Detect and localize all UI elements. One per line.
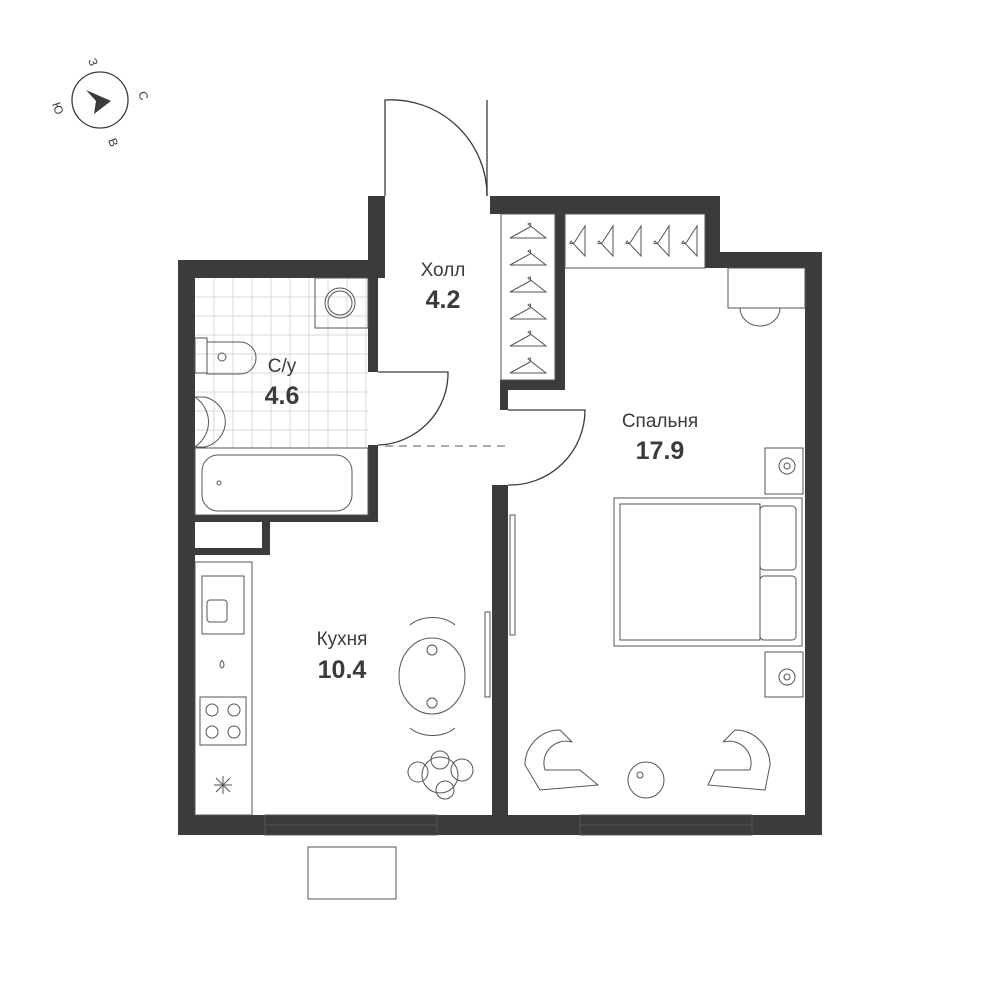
compass-west: З [85, 56, 101, 68]
armchair-right [707, 729, 771, 791]
wardrobes [500, 213, 706, 381]
bedroom-area: 17.9 [636, 437, 685, 465]
hanger-icon [509, 303, 548, 320]
hanger-icon [653, 224, 670, 258]
coffee-table [627, 761, 665, 799]
hanger-icon [625, 224, 642, 258]
hall-name: Холл [421, 260, 466, 281]
kitchen-area: 10.4 [318, 656, 367, 684]
washing-machine [314, 277, 369, 329]
dining-table [398, 637, 466, 715]
hanger-icon [509, 276, 548, 293]
entrance-door [384, 99, 488, 197]
kitchen-name: Кухня [317, 629, 368, 650]
doors [377, 99, 586, 698]
bathtub [201, 454, 353, 512]
hanger-icon [509, 249, 548, 266]
bedroom-door [507, 409, 586, 486]
bed [613, 497, 803, 647]
sink [195, 396, 226, 448]
bathroom-fixtures [194, 277, 369, 516]
hanger-icon [509, 357, 548, 374]
bedroom-name: Спальня [622, 411, 698, 432]
compass: С В Ю З [49, 56, 151, 148]
walls [178, 196, 822, 836]
bathroom-tiles [195, 278, 368, 448]
hanger-icon [597, 224, 614, 258]
compass-arrow-icon [86, 90, 111, 114]
toilet [206, 341, 257, 375]
bathroom-name: С/у [268, 356, 297, 377]
stove [199, 696, 247, 746]
balcony-unit [307, 846, 397, 900]
hanger-icon [509, 222, 548, 239]
kitchen-fixtures [194, 561, 474, 816]
hanger-icon [569, 224, 586, 258]
hanger-icon [509, 330, 548, 347]
desk [727, 267, 806, 309]
hall-area: 4.2 [426, 286, 461, 314]
bedroom-fixtures [524, 267, 806, 799]
armchair-left [524, 729, 600, 791]
sliding-door [509, 514, 516, 636]
hanger-icon [681, 224, 698, 258]
compass-circle [71, 71, 129, 129]
kitchen-sink [201, 575, 245, 635]
compass-south: Ю [49, 100, 66, 116]
compass-east: В [105, 136, 121, 148]
compass-north: С [135, 89, 151, 102]
bathroom-area: 4.6 [265, 382, 300, 410]
bathroom-door [377, 371, 449, 446]
plant [407, 750, 474, 800]
